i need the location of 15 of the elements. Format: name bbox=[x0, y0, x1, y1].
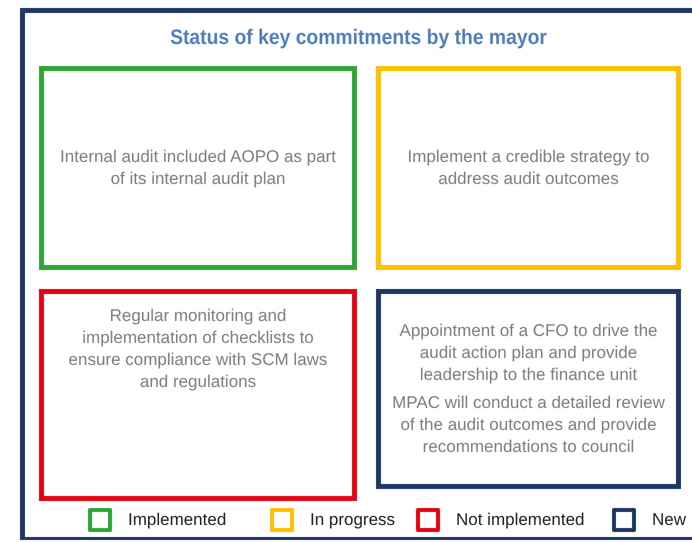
status-box bbox=[376, 66, 681, 270]
legend-label: Implemented bbox=[128, 510, 226, 530]
commitment-text: Appointment of a CFO to drive the audit action plan and provide leadership to the finance unit bbox=[398, 320, 658, 386]
panel-frame bbox=[20, 8, 692, 540]
commitment-text: MPAC will conduct a detailed review of the audit outcomes and provide recommendations to council bbox=[391, 392, 666, 458]
legend-label: New bbox=[652, 510, 686, 530]
legend-label: In progress bbox=[310, 510, 396, 530]
legend-label: Not implemented bbox=[456, 510, 585, 530]
commitment-text: Implement a credible strategy to address audit outcomes bbox=[406, 146, 650, 190]
commitment-text: Internal audit included AOPO as part of its internal audit plan bbox=[59, 146, 337, 190]
commitment-text: Regular monitoring and implementation of checklists to ensure compliance with SCM laws and regulations bbox=[68, 305, 328, 394]
panel-title: Status of key commitments by the mayor bbox=[169, 26, 548, 50]
status-box bbox=[39, 289, 357, 501]
status-box bbox=[376, 289, 681, 489]
status-box bbox=[39, 66, 357, 270]
